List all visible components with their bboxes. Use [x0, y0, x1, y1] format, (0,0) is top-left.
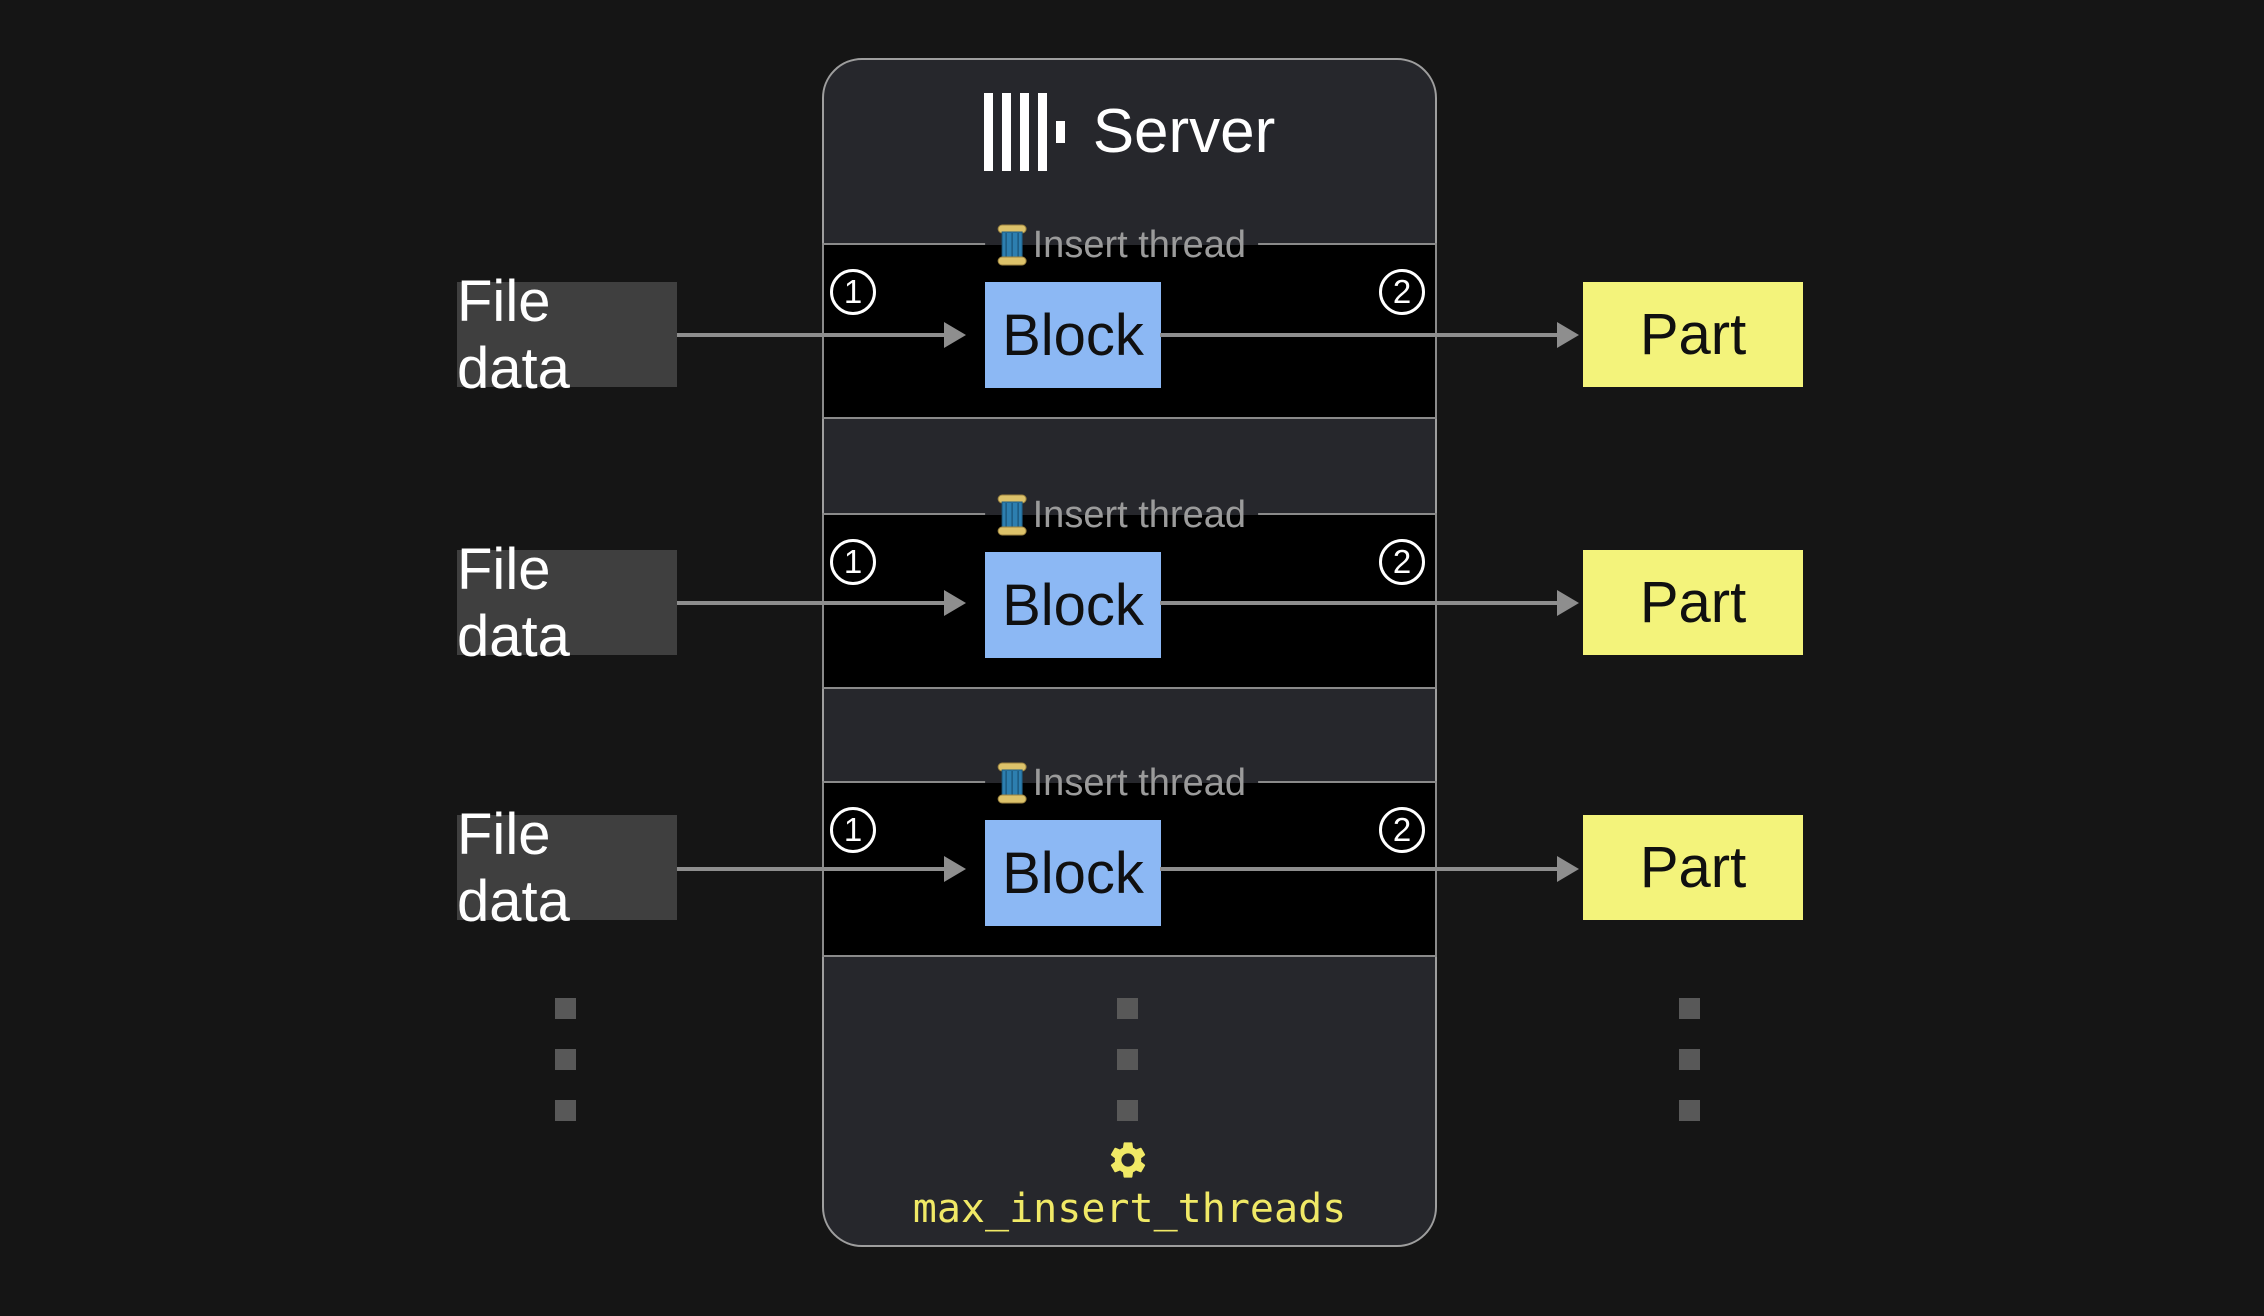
step-number: 2	[1392, 273, 1412, 310]
insert-thread-label: Insert thread	[1032, 762, 1246, 804]
vertical-ellipsis-dots	[555, 1049, 576, 1070]
part-label: Part	[1639, 835, 1747, 900]
insert-thread-legend: Insert thread	[984, 757, 1258, 809]
arrow-block-to-part	[1160, 856, 1579, 882]
thread-spool-icon	[997, 762, 1027, 804]
step-number: 1	[843, 273, 863, 310]
insert-thread-legend: Insert thread	[984, 219, 1258, 271]
vertical-ellipsis-dots	[1117, 998, 1138, 1019]
step-1-badge: 1	[830, 539, 876, 585]
logo-bar	[1019, 93, 1029, 171]
block-box: Block	[985, 552, 1161, 658]
step-1-badge: 1	[830, 269, 876, 315]
part-label: Part	[1639, 302, 1747, 367]
vertical-ellipsis-dots	[555, 1100, 576, 1121]
part-box: Part	[1583, 550, 1803, 655]
max-insert-threads-setting: max_insert_threads	[912, 1186, 1347, 1232]
arrow-file-to-block	[677, 322, 966, 348]
vertical-ellipsis-dots	[555, 998, 576, 1019]
block-box: Block	[985, 282, 1161, 388]
server-title: Server	[1092, 97, 1276, 166]
clickhouse-logo	[983, 93, 1065, 171]
vertical-ellipsis-dots	[1117, 1049, 1138, 1070]
block-label: Block	[1002, 572, 1144, 638]
step-2-badge: 2	[1379, 539, 1425, 585]
arrow-file-to-block	[677, 590, 966, 616]
step-number: 1	[843, 811, 863, 848]
part-box: Part	[1583, 282, 1803, 387]
logo-bar	[983, 93, 993, 171]
step-2-badge: 2	[1379, 807, 1425, 853]
step-number: 2	[1392, 811, 1412, 848]
block-label: Block	[1002, 302, 1144, 368]
block-box: Block	[985, 820, 1161, 926]
arrow-block-to-part	[1160, 322, 1579, 348]
vertical-ellipsis-dots	[1679, 1049, 1700, 1070]
thread-spool-icon	[997, 224, 1027, 266]
step-2-badge: 2	[1379, 269, 1425, 315]
insert-thread-label: Insert thread	[1032, 224, 1246, 266]
file-data-box: File data	[457, 269, 677, 401]
logo-bar	[1001, 93, 1011, 171]
gear-icon	[1110, 1142, 1146, 1178]
vertical-ellipsis-dots	[1679, 998, 1700, 1019]
vertical-ellipsis-dots	[1117, 1100, 1138, 1121]
insert-thread-label: Insert thread	[1032, 494, 1246, 536]
logo-bar-short	[1055, 121, 1065, 143]
insert-thread-legend: Insert thread	[984, 489, 1258, 541]
thread-spool-icon	[997, 494, 1027, 536]
insert-thread-box: Insert thread 1 Block 2	[822, 219, 1437, 419]
server-header: Server	[822, 86, 1437, 178]
part-label: Part	[1639, 570, 1747, 635]
step-number: 1	[843, 543, 863, 580]
file-data-label: File data	[457, 268, 570, 401]
block-label: Block	[1002, 840, 1144, 906]
step-1-badge: 1	[830, 807, 876, 853]
vertical-ellipsis-dots	[1679, 1100, 1700, 1121]
arrow-file-to-block	[677, 856, 966, 882]
step-number: 2	[1392, 543, 1412, 580]
arrow-block-to-part	[1160, 590, 1579, 616]
file-data-box: File data	[457, 537, 677, 669]
file-data-label: File data	[457, 536, 570, 669]
file-data-label: File data	[457, 801, 570, 934]
file-data-box: File data	[457, 802, 677, 934]
logo-bar	[1037, 93, 1047, 171]
part-box: Part	[1583, 815, 1803, 920]
